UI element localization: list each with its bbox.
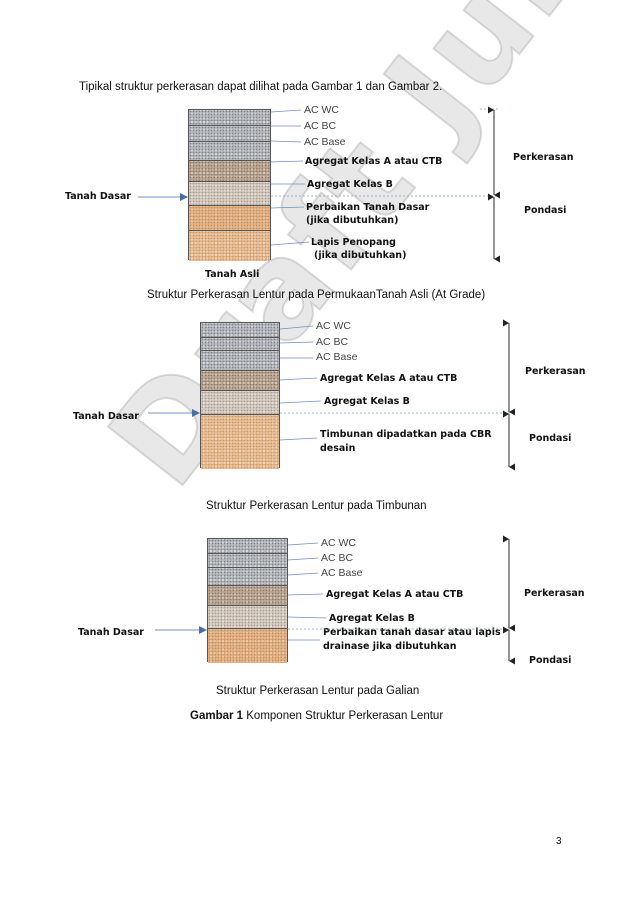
fig2-layer-stack [200,322,280,469]
fig1-label-agregat-b: Agregat Kelas B [307,179,393,190]
page-number: 3 [556,836,562,847]
fig3-layer-stack [207,538,288,663]
fig3-label-perbaikan: Perbaikan tanah dasar atau lapis [323,627,501,638]
fig3-perkerasan: Perkerasan [524,588,585,599]
fig2-label-timbunan: Timbunan dipadatkan pada CBR [320,429,492,440]
fig3-pondasi: Pondasi [529,655,572,666]
fig1-layer-lapis-penopang [189,231,270,261]
fig2-layer-agregat-b [201,391,279,415]
fig3-label-ac-bc: AC BC [321,552,354,564]
fig1-caption: Struktur Perkerasan Lentur pada Permukaa… [147,289,486,301]
fig1-label-agregat-a: Agregat Kelas A atau CTB [305,156,443,167]
fig1-layer-ac-bc [189,126,270,142]
fig3-caption: Struktur Perkerasan Lentur pada Galian [216,685,420,697]
fig1-tanah-dasar: Tanah Dasar [65,191,131,202]
fig1-perkerasan: Perkerasan [513,152,574,163]
fig2-perkerasan: Perkerasan [525,366,586,377]
fig1-label-ac-base: AC Base [304,136,346,148]
fig1-layer-agregat-b [189,182,270,206]
fig1-tanah-asli: Tanah Asli [205,269,260,280]
fig2-caption: Struktur Perkerasan Lentur pada Timbunan [206,500,427,512]
fig3-label-ac-wc: AC WC [321,537,356,549]
fig1-label-ac-wc: AC WC [304,104,339,116]
fig2-label-ac-wc: AC WC [316,320,351,332]
fig2-layer-timbunan [201,415,279,469]
fig2-layer-ac-bc [201,338,279,351]
fig1-label-perbaikan-note: (jika dibutuhkan) [306,215,399,226]
fig2-pondasi: Pondasi [529,433,572,444]
fig3-leaders [287,542,327,641]
fig1-label-perbaikan: Perbaikan Tanah Dasar [306,202,430,213]
figure-title-label: Gambar 1 [190,710,244,722]
fig2-layer-ac-wc [201,323,279,338]
fig2-leaders [279,325,322,441]
fig2-label-agregat-a: Agregat Kelas A atau CTB [320,373,458,384]
fig2-tanah-dasar: Tanah Dasar [73,411,139,422]
fig3-layer-agregat-a [208,586,287,606]
fig1-layer-agregat-a [189,161,270,182]
fig1-layer-ac-base [189,142,270,161]
intro-paragraph: Tipikal struktur perkerasan dapat diliha… [79,81,443,93]
fig3-layer-perbaikan [208,629,287,663]
fig2-layer-ac-base [201,351,279,371]
fig2-label-ac-bc: AC BC [316,336,349,348]
fig1-leaders [270,109,310,246]
fig3-layer-agregat-b [208,606,287,629]
fig1-label-lapis-penopang-note: (jika dibutuhkan) [314,250,407,261]
fig2-label-timbunan-note: desain [320,443,356,454]
fig1-layer-perbaikan [189,206,270,231]
fig1-label-lapis-penopang: Lapis Penopang [311,237,396,248]
figure-title: Gambar 1 Komponen Struktur Perkerasan Le… [190,710,443,722]
fig3-tanah-dasar: Tanah Dasar [78,627,144,638]
fig3-layer-ac-wc [208,539,287,554]
fig3-label-ac-base: AC Base [321,567,363,579]
fig3-label-agregat-b: Agregat Kelas B [329,613,415,624]
fig2-layer-agregat-a [201,371,279,391]
fig1-layer-ac-wc [189,110,270,126]
figure-title-text: Komponen Struktur Perkerasan Lentur [243,710,444,722]
fig2-label-agregat-b: Agregat Kelas B [324,396,410,407]
fig1-label-ac-bc: AC BC [304,120,337,132]
fig3-label-agregat-a: Agregat Kelas A atau CTB [326,589,464,600]
fig1-pondasi: Pondasi [524,205,567,216]
fig3-layer-ac-base [208,568,287,586]
fig3-label-perbaikan-note: drainase jika dibutuhkan [323,641,457,652]
fig1-layer-stack [188,109,271,261]
fig2-label-ac-base: AC Base [316,351,358,363]
fig3-layer-ac-bc [208,554,287,568]
